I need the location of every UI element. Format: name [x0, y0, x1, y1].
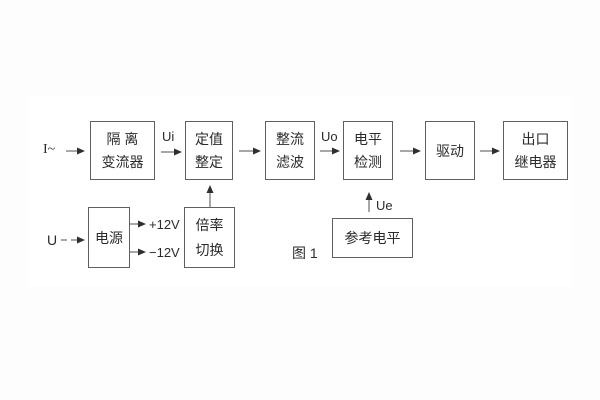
block-setting-adjust: 定值 整定 [185, 121, 233, 180]
block-output-relay: 出口 继电器 [503, 121, 568, 180]
block-label: 变流器 [101, 154, 144, 171]
block-level-detect: 电平 检测 [343, 121, 393, 180]
block-label: 整定 [195, 154, 223, 171]
block-label: 参考电平 [344, 230, 401, 246]
block-drive: 驱动 [425, 121, 475, 180]
block-label: 检测 [354, 154, 382, 171]
rail-minus12v-label: −12V [149, 245, 180, 260]
rail-plus12v-label: +12V [149, 217, 180, 232]
input-voltage-label: U [47, 232, 58, 248]
block-label: 驱动 [436, 142, 464, 159]
input-current-label: I~ [43, 142, 56, 157]
figure-caption: 图 1 [292, 245, 318, 261]
block-label: 定值 [195, 130, 223, 147]
block-label: 倍率 [195, 217, 224, 234]
block-label: 出口 [521, 130, 550, 147]
block-ratio-switch: 倍率 切换 [184, 207, 235, 268]
block-power-supply: 电源 [88, 207, 130, 268]
block-reference-level: 参考电平 [332, 218, 413, 258]
block-label: 整流 [276, 130, 304, 147]
signal-ue-label: Ue [376, 198, 393, 213]
block-rectifier-filter: 整流 滤波 [265, 121, 315, 180]
block-label: 切换 [195, 241, 224, 258]
block-label: 电平 [354, 130, 382, 147]
block-label: 电源 [95, 229, 123, 246]
block-label: 滤波 [276, 154, 304, 171]
block-label: 隔 离 [106, 130, 139, 147]
block-isolation-transformer: 隔 离 变流器 [90, 121, 155, 180]
block-label: 继电器 [514, 154, 557, 171]
signal-ui-label: Ui [162, 129, 175, 144]
signal-uo-label: Uo [321, 129, 338, 144]
